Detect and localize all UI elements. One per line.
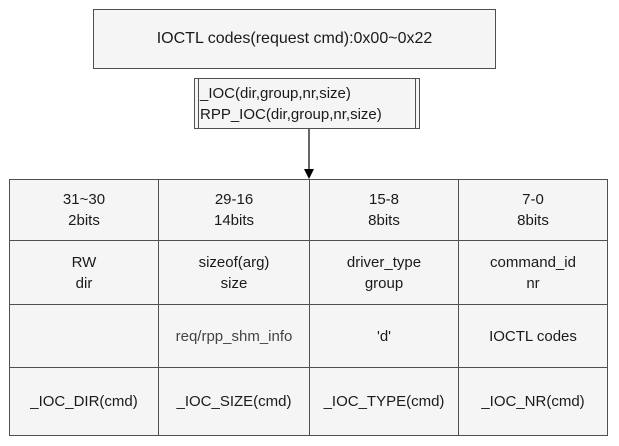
size-value: req/rpp_shm_info [175, 327, 293, 345]
nr-value: IOCTL codes [489, 327, 577, 345]
field-description: command_id [490, 253, 576, 271]
bits-29-16-cell: 29-16 14bits [158, 178, 310, 242]
bit-range-row: 31~30 2bits 29-16 14bits 15-8 8bits 7-0 … [9, 178, 608, 242]
ioc-dir-macro: _IOC_DIR(cmd) [30, 392, 138, 410]
bits-15-8-cell: 15-8 8bits [309, 178, 459, 242]
field-name-row: RW dir sizeof(arg) size driver_type grou… [9, 240, 608, 306]
ioc-size-cell: _IOC_SIZE(cmd) [158, 366, 310, 437]
ioc-type-macro: _IOC_TYPE(cmd) [323, 392, 445, 410]
arrow-head-icon [304, 169, 314, 179]
value-row: req/rpp_shm_info 'd' IOCTL codes [9, 304, 608, 368]
ioc-dir-cell: _IOC_DIR(cmd) [9, 366, 159, 437]
bits-7-0-cell: 7-0 8bits [458, 178, 608, 242]
dir-value-cell [9, 304, 159, 368]
bit-width-label: 8bits [368, 212, 400, 230]
macro-box-left-divider [198, 79, 199, 128]
group-value: 'd' [376, 327, 392, 345]
dir-field-cell: RW dir [9, 240, 159, 306]
size-field-cell: sizeof(arg) size [158, 240, 310, 306]
field-name: group [364, 274, 404, 292]
ioc-macro-box: _IOC(dir,group,nr,size) RPP_IOC(dir,grou… [194, 78, 420, 129]
bit-width-label: 2bits [68, 212, 100, 230]
macro-row: _IOC_DIR(cmd) _IOC_SIZE(cmd) _IOC_TYPE(c… [9, 366, 608, 437]
ioc-type-cell: _IOC_TYPE(cmd) [309, 366, 459, 437]
ioc-size-macro: _IOC_SIZE(cmd) [176, 392, 292, 410]
bit-layout-table: 31~30 2bits 29-16 14bits 15-8 8bits 7-0 … [9, 178, 608, 437]
bit-range-label: 15-8 [368, 191, 400, 209]
ioctl-codes-box: IOCTL codes(request cmd):0x00~0x22 [93, 9, 496, 69]
field-name: nr [526, 274, 540, 292]
bits-31-30-cell: 31~30 2bits [9, 178, 159, 242]
field-name: dir [75, 274, 93, 292]
ioctl-codes-label: IOCTL codes(request cmd):0x00~0x22 [156, 30, 433, 47]
ioc-nr-cell: _IOC_NR(cmd) [458, 366, 608, 437]
macro-box-right-divider [415, 79, 416, 128]
bit-range-label: 31~30 [62, 191, 106, 209]
field-description: driver_type [346, 253, 422, 271]
rpp-ioc-macro-label: RPP_IOC(dir,group,nr,size) [200, 106, 382, 123]
bit-width-label: 8bits [517, 212, 549, 230]
nr-value-cell: IOCTL codes [458, 304, 608, 368]
bit-width-label: 14bits [213, 212, 255, 230]
group-field-cell: driver_type group [309, 240, 459, 306]
ioc-macro-label: _IOC(dir,group,nr,size) [200, 85, 351, 102]
bit-range-label: 29-16 [214, 191, 254, 209]
size-value-cell: req/rpp_shm_info [158, 304, 310, 368]
group-value-cell: 'd' [309, 304, 459, 368]
nr-field-cell: command_id nr [458, 240, 608, 306]
field-name: size [220, 274, 248, 292]
field-description: sizeof(arg) [198, 253, 270, 271]
bit-range-label: 7-0 [522, 191, 544, 209]
ioc-nr-macro: _IOC_NR(cmd) [481, 392, 585, 410]
field-description: RW [71, 253, 97, 271]
